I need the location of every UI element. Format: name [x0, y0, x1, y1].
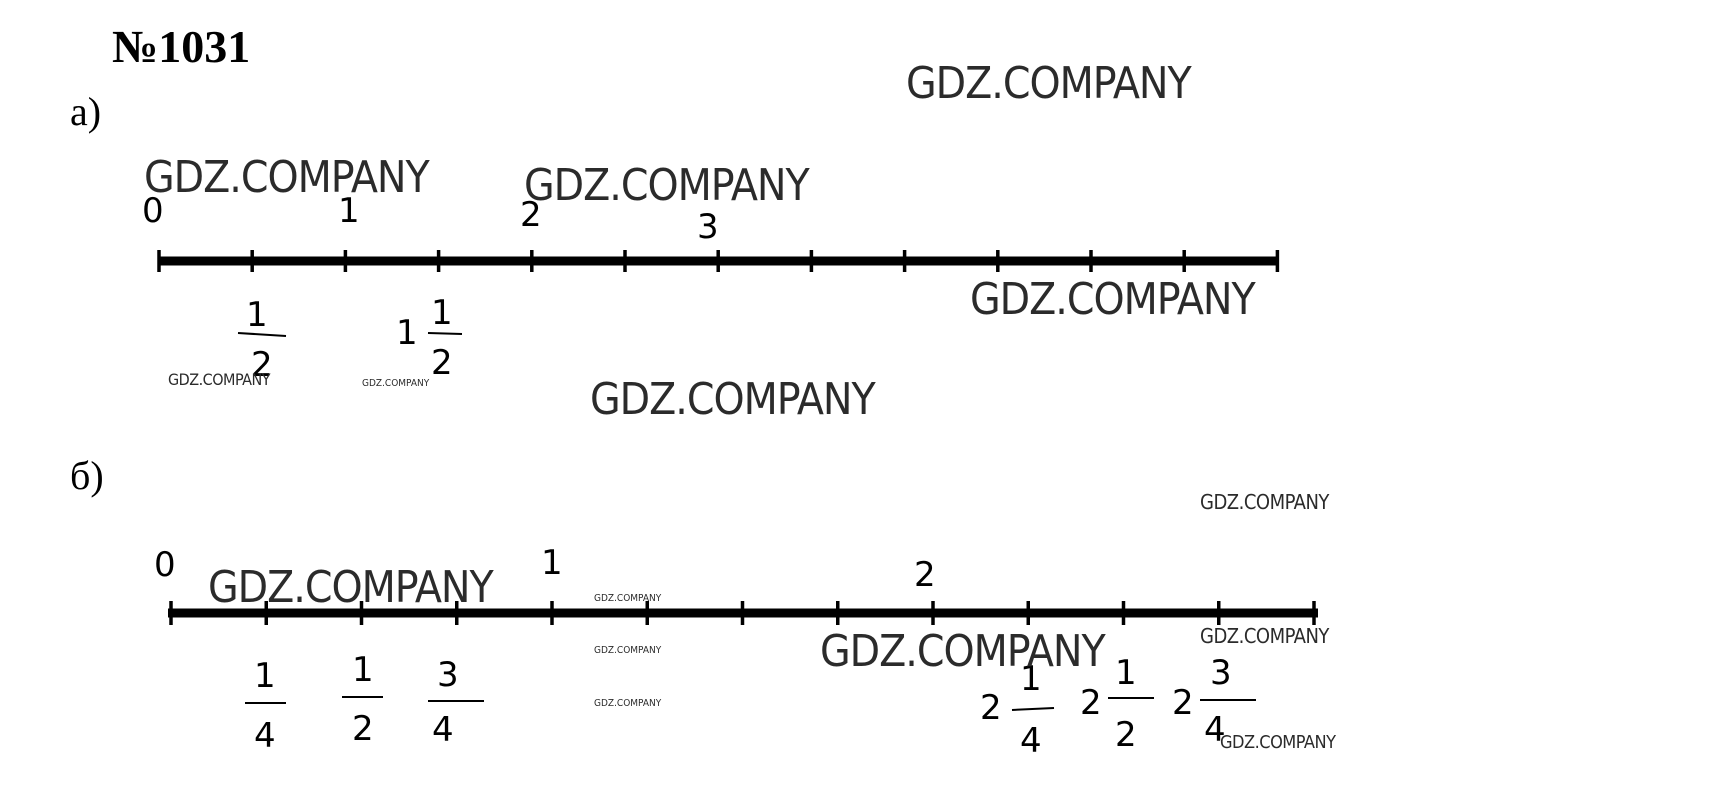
watermark: GDZ.COMPANY	[906, 58, 1192, 109]
watermark: GDZ.COMPANY	[594, 698, 662, 709]
line-b-fraction-quarter-denominator: 4	[254, 716, 276, 756]
line-a-label-2: 2	[520, 195, 542, 235]
part-b-label: б)	[70, 453, 104, 498]
problem-number: №1031	[112, 21, 251, 72]
line-b-fraction-two-and-three-quarters-whole: 2	[1172, 683, 1194, 723]
watermark: GDZ.COMPANY	[1220, 732, 1336, 753]
line-b-fraction-two-and-half: 2 1 2	[1080, 653, 1154, 755]
number-line-b-ticks	[169, 601, 1316, 625]
line-b-fraction-half: 1 2	[342, 650, 383, 749]
watermark: GDZ.COMPANY	[208, 562, 494, 613]
line-b-fraction-two-and-quarter-whole: 2	[980, 688, 1002, 728]
line-b-fraction-two-and-three-quarters-numerator: 3	[1210, 653, 1232, 693]
watermark: GDZ.COMPANY	[970, 274, 1256, 325]
watermark: GDZ.COMPANY	[168, 370, 271, 389]
line-b-fraction-two-and-half-denominator: 2	[1115, 715, 1137, 755]
line-b-fraction-two-and-three-quarters-denominator: 4	[1204, 710, 1226, 750]
watermark: GDZ.COMPANY	[590, 374, 876, 425]
line-a-fraction-one-and-half-denominator: 2	[431, 343, 453, 383]
line-a-fraction-half: 1 2	[237, 295, 287, 385]
watermark: GDZ.COMPANY	[594, 645, 662, 656]
line-a-label-1: 1	[338, 191, 360, 231]
line-a-fraction-one-and-half: 1 1 2	[396, 293, 463, 383]
line-b-label-2: 2	[914, 555, 936, 595]
line-a-fraction-half-denominator: 2	[251, 345, 273, 385]
line-a-fraction-half-bar	[237, 332, 287, 337]
line-b-fraction-two-and-quarter-denominator: 4	[1020, 721, 1042, 761]
line-b-fraction-two-and-quarter-numerator: 1	[1020, 659, 1042, 699]
line-a-label-3: 3	[697, 207, 719, 247]
watermark: GDZ.COMPANY	[362, 378, 430, 389]
line-b-fraction-two-and-half-numerator: 1	[1115, 653, 1137, 693]
line-b-fraction-two-and-half-whole: 2	[1080, 683, 1102, 723]
number-line-a: 0 1 2 3 1 2 1 1 2	[142, 191, 1280, 385]
line-a-fraction-one-and-half-bar	[427, 332, 463, 335]
number-line-b: 0 1 2 1 4 1 2 3 4 2 1 4 2 1	[154, 543, 1318, 761]
line-b-fraction-quarter: 1 4	[245, 656, 286, 756]
watermark: GDZ.COMPANY	[594, 593, 662, 604]
line-b-label-0: 0	[154, 545, 176, 585]
line-b-fraction-two-and-quarter: 2 1 4	[980, 659, 1055, 761]
watermark: GDZ.COMPANY	[820, 626, 1106, 677]
line-a-fraction-half-numerator: 1	[246, 295, 268, 335]
watermark: GDZ.COMPANY	[144, 152, 430, 203]
line-b-fraction-quarter-numerator: 1	[254, 656, 276, 696]
line-a-label-0: 0	[142, 191, 164, 231]
line-a-fraction-one-and-half-whole: 1	[396, 313, 418, 353]
line-b-fraction-two-and-three-quarters: 2 3 4	[1172, 653, 1256, 750]
line-b-fraction-two-and-quarter-bar	[1011, 707, 1055, 711]
watermark: GDZ.COMPANY	[1200, 490, 1329, 514]
line-b-fraction-three-quarters-denominator: 4	[432, 710, 454, 750]
line-b-fraction-half-denominator: 2	[352, 709, 374, 749]
line-b-fraction-three-quarters: 3 4	[428, 655, 484, 750]
part-a-label: а)	[70, 89, 102, 134]
line-b-label-1: 1	[541, 543, 563, 583]
number-line-a-ticks	[157, 250, 1280, 272]
line-a-fraction-one-and-half-numerator: 1	[431, 293, 453, 333]
line-b-fraction-half-numerator: 1	[352, 650, 374, 690]
line-b-fraction-three-quarters-numerator: 3	[437, 655, 459, 695]
watermark: GDZ.COMPANY	[524, 160, 810, 211]
watermark: GDZ.COMPANY	[1200, 624, 1329, 648]
